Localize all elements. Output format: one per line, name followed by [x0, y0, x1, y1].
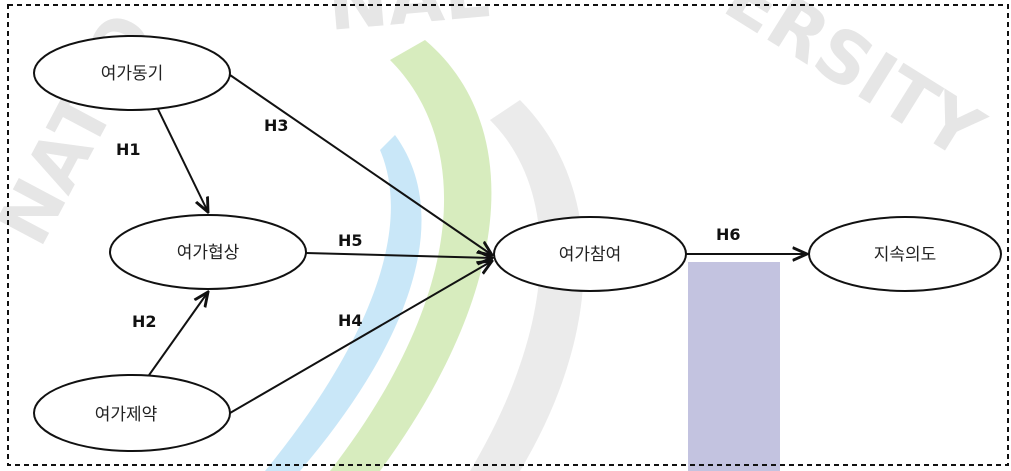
hypothesis-h1-label: H1 — [116, 140, 141, 159]
watermark-blue-stroke — [265, 135, 422, 471]
arrow-h5 — [305, 253, 492, 258]
node-leisure-negotiation: 여가협상 — [109, 214, 307, 290]
arrow-h4 — [229, 261, 492, 414]
hypothesis-h2-label: H2 — [132, 312, 157, 331]
node-continuance-intention-label: 지속의도 — [874, 245, 937, 265]
hypothesis-h4-label: H4 — [338, 311, 363, 330]
node-leisure-negotiation-label: 여가협상 — [177, 243, 240, 263]
node-leisure-participation-ellipse — [493, 216, 687, 292]
hypothesis-h3-label: H3 — [264, 116, 289, 135]
watermark-green-stroke — [330, 40, 492, 471]
watermark-text-right: ERSITY — [711, 0, 998, 176]
node-leisure-motivation-ellipse — [33, 35, 231, 111]
node-leisure-constraint-label: 여가제약 — [95, 405, 158, 425]
watermark-gray-stroke — [470, 100, 584, 471]
arrows — [141, 74, 807, 414]
watermark-text-top: NAL — [324, 0, 493, 47]
node-leisure-motivation: 여가동기 — [33, 35, 231, 111]
watermark-purple-block — [688, 262, 780, 471]
node-leisure-motivation-label: 여가동기 — [101, 64, 164, 84]
arrow-h3 — [229, 74, 492, 255]
hypothesis-h6-label: H6 — [716, 225, 741, 244]
hypothesis-h5-label: H5 — [338, 231, 363, 250]
diagram-frame — [7, 4, 1009, 466]
node-leisure-participation-label: 여가참여 — [559, 245, 622, 265]
arrow-h2 — [141, 292, 208, 386]
arrow-h1 — [154, 102, 208, 212]
node-leisure-participation: 여가참여 — [493, 216, 687, 292]
node-leisure-constraint: 여가제약 — [33, 374, 231, 452]
node-continuance-intention: 지속의도 — [808, 216, 1002, 292]
node-leisure-constraint-ellipse — [33, 374, 231, 452]
node-continuance-intention-ellipse — [808, 216, 1002, 292]
node-leisure-negotiation-ellipse — [109, 214, 307, 290]
